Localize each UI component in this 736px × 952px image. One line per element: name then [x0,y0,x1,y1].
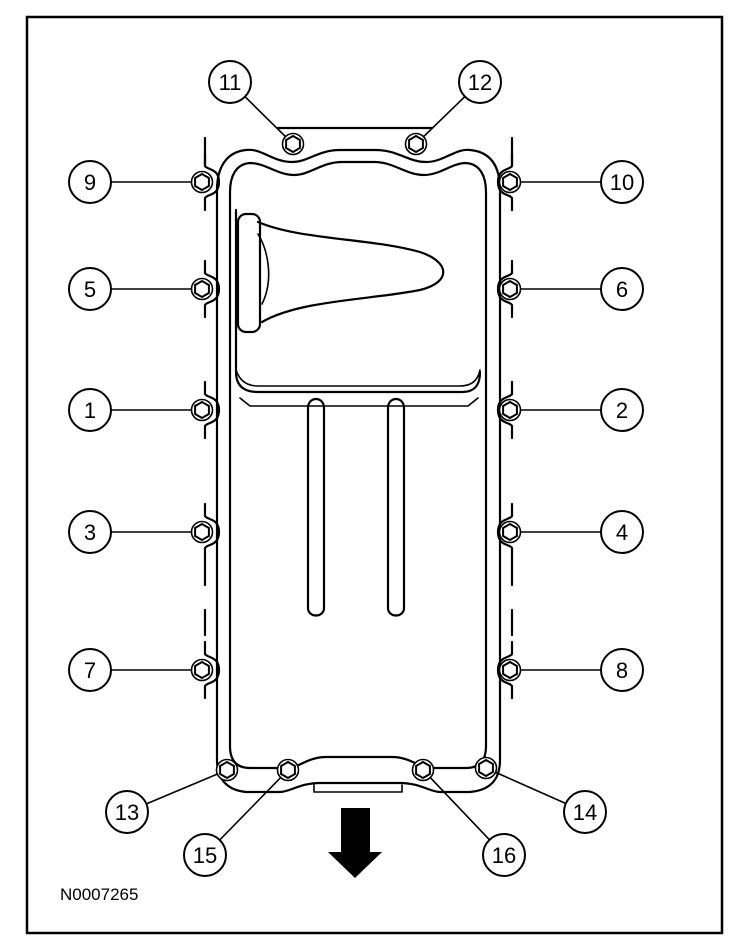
bolt-callout-7: 7 [68,648,112,692]
bolt-head-1 [190,398,214,422]
bolt-head-3 [190,520,214,544]
bolt-callout-6: 6 [600,267,644,311]
down-arrow-icon [328,808,382,878]
bolt-number: 3 [84,520,96,545]
bolt-callout-14: 14 [563,790,607,834]
bolt-boss-10 [496,152,514,212]
leader-lines [111,96,601,841]
bolt-boss-9 [203,152,221,212]
bolt-bosses [203,152,514,700]
bolt-heads [190,132,522,782]
bolt-number: 6 [616,277,628,302]
bolt-callout-5: 5 [68,267,112,311]
bolt-number: 16 [492,843,516,868]
bolt-number: 4 [616,520,628,545]
bolt-head-9 [190,170,214,194]
leader-line-15 [219,776,282,841]
bolt-boss-2 [496,380,514,440]
bolt-head-12 [404,132,428,156]
bolt-callout-12: 12 [458,60,502,104]
bolt-head-4 [498,520,522,544]
bolt-head-8 [498,658,522,682]
bolt-callout-1: 1 [68,388,112,432]
oil-sump-step [239,397,479,407]
bolt-number: 2 [616,398,628,423]
bolt-number: 9 [84,170,96,195]
leader-line-13 [146,773,219,805]
bolt-number: 13 [115,800,139,825]
bolt-head-2 [498,398,522,422]
bolt-head-6 [498,277,522,301]
bolt-number: 10 [610,170,634,195]
leader-line-14 [494,771,567,805]
bolt-head-13 [215,758,239,782]
bolt-callout-2: 2 [600,388,644,432]
bolt-callout-15: 15 [183,833,227,877]
bolt-number: 1 [84,398,96,423]
oil-sump-well [234,208,482,394]
bolt-boss-1 [203,380,221,440]
bolt-number: 7 [84,658,96,683]
bolt-callout-9: 9 [68,160,112,204]
bolt-callout-13: 13 [105,790,149,834]
bolt-head-5 [190,277,214,301]
bolt-boss-6 [496,259,514,319]
leader-line-11 [244,96,287,138]
bolt-head-10 [498,170,522,194]
oil-sump-rim [235,369,481,387]
bolt-callout-8: 8 [600,648,644,692]
oil-pan-front-lip [313,784,403,793]
bolt-head-7 [190,658,214,682]
bolt-boss-4 [496,502,514,562]
bolt-callout-16: 16 [482,833,526,877]
bolt-number: 5 [84,277,96,302]
bolt-callout-4: 4 [600,510,644,554]
bolt-number: 11 [219,70,242,95]
bolt-number: 12 [468,70,492,95]
figure-code: N0007265 [60,885,138,904]
bolt-head-14 [474,756,498,780]
bolt-callout-3: 3 [68,510,112,554]
bolt-head-16 [411,758,435,782]
bolt-head-11 [281,132,305,156]
bolt-boss-5 [203,259,221,319]
bolt-boss-7 [203,640,221,700]
bolt-number: 14 [573,800,597,825]
bolt-boss-3 [203,502,221,562]
bolt-number: 8 [616,658,628,683]
oil-pan-flange-outer [215,126,502,794]
oil-pan-flange-inner [228,160,488,770]
bolt-head-15 [276,758,300,782]
bolt-boss-8 [496,640,514,700]
leader-line-12 [422,96,466,138]
bolt-number: 15 [193,843,217,868]
oil-pan-ribs [306,397,406,617]
leader-line-16 [429,776,491,841]
bolt-callout-10: 10 [600,160,644,204]
oil-pickup-tube [236,212,445,334]
bolt-callout-11: 11 [208,60,252,104]
